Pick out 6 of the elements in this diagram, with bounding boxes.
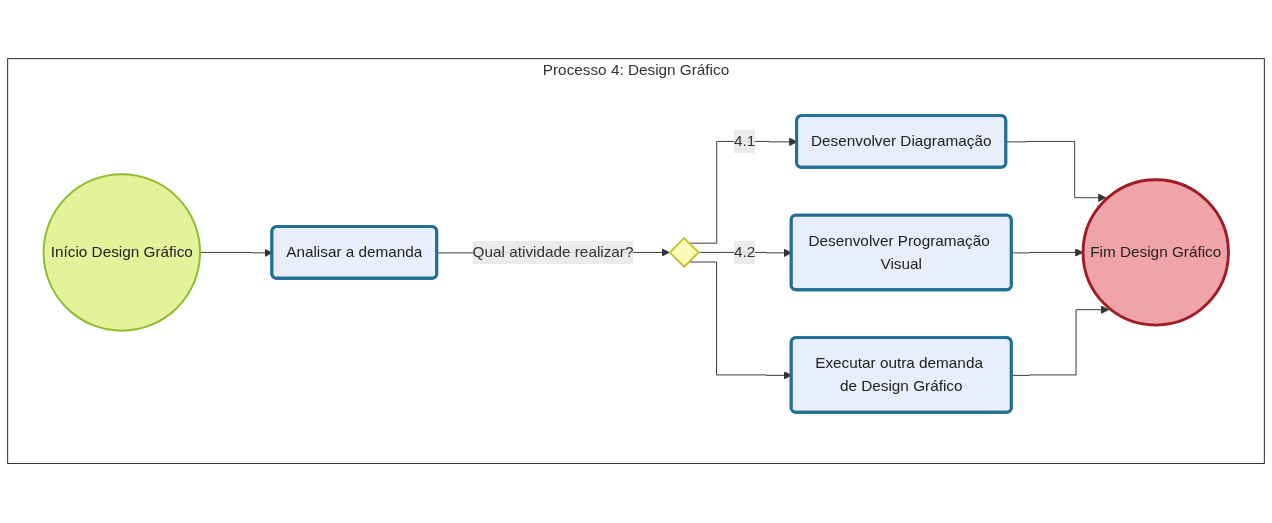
node-circle: Início Design Gráfico [42,173,201,333]
node-circle: Fim Design Gráfico [1081,178,1230,327]
edge-label: 4.2 [733,244,756,261]
edge-label: Qual atividade realizar? [472,244,634,261]
edge-label: 4.1 [733,133,756,150]
node-diamond [668,237,700,269]
